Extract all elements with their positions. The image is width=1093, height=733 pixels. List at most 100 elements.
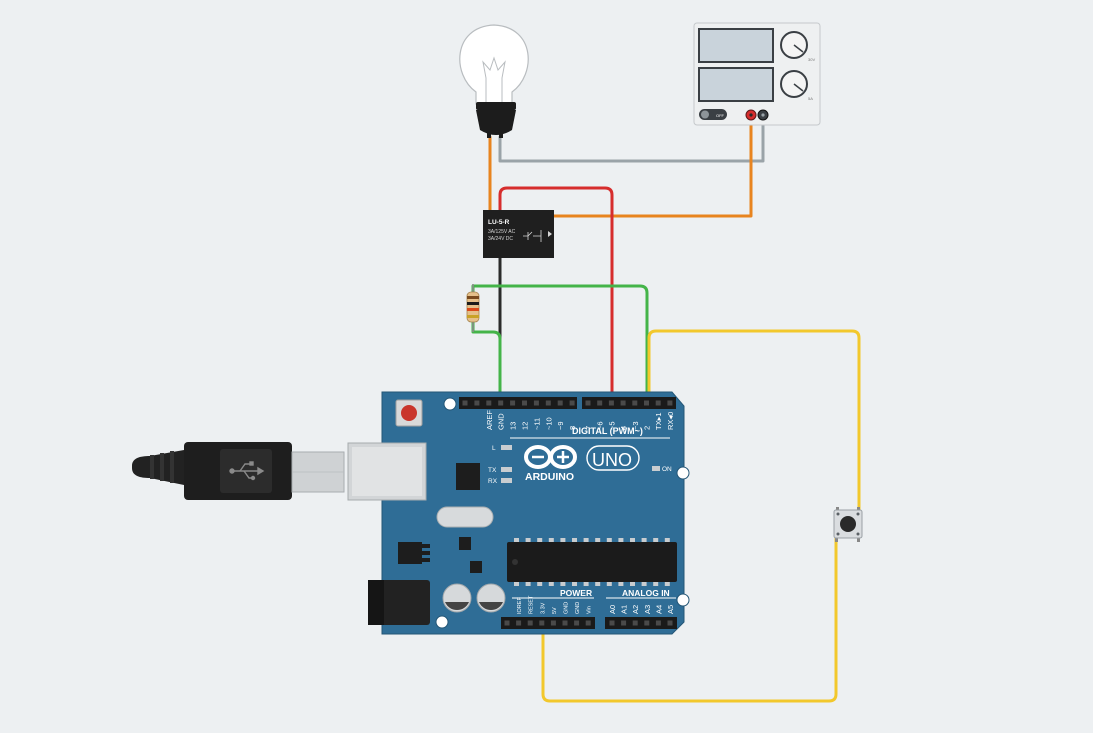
header-pin-hole[interactable]: [569, 400, 575, 406]
atmega-pin: [606, 582, 612, 586]
pushbutton-leg-bl: [835, 537, 838, 542]
pushbutton[interactable]: [833, 507, 863, 542]
relay-contact-symbol-icon: [523, 230, 542, 242]
header-pin-hole[interactable]: [545, 400, 551, 406]
header-pin-hole[interactable]: [462, 400, 468, 406]
atmega-pin: [595, 538, 601, 542]
header-pin-hole[interactable]: [632, 620, 638, 626]
digital-pin-label: GND: [497, 413, 506, 430]
atmega-chip: [507, 542, 677, 582]
atmega-pin: [618, 538, 624, 542]
lightbulb-terminal-right[interactable]: [499, 130, 503, 138]
pushbutton-screw-tr: [856, 512, 860, 516]
wire-yellow-button-to-5v[interactable]: [541, 533, 838, 703]
voltage-knob-indicator: [793, 44, 804, 53]
header-pin-hole[interactable]: [655, 400, 661, 406]
header-pin-hole[interactable]: [597, 400, 603, 406]
relay-rating-dc: 3A/24V DC: [488, 236, 513, 242]
led-on: [652, 466, 660, 471]
header-pin-hole[interactable]: [644, 400, 649, 406]
header-pin-hole[interactable]: [562, 620, 568, 626]
resistor-body: [466, 291, 480, 323]
analog-pin-label: A2: [631, 605, 640, 614]
lightbulb[interactable]: [459, 24, 529, 138]
relay[interactable]: LU-5-R 3A/125V AC 3A/24V DC: [483, 210, 554, 258]
resistor-band-4: [467, 315, 479, 318]
lightbulb-filament-icon: [482, 56, 506, 103]
led-l-label: L: [492, 445, 496, 452]
header-pin-hole[interactable]: [539, 620, 545, 626]
digital-pin-label: 13: [509, 422, 518, 430]
wire-green-resistor-to-gnd[interactable]: [471, 320, 502, 404]
header-pin-hole[interactable]: [516, 620, 522, 626]
header-pin-hole[interactable]: [585, 620, 591, 626]
wire-orange-relay-to-supply[interactable]: [551, 115, 753, 218]
voltage-display: [698, 28, 774, 63]
digital-pin-label: 2: [643, 426, 652, 430]
capacitor-2-top: [479, 602, 503, 610]
led-tx-label: TX: [488, 467, 497, 474]
wire-gray-bulb-to-supply[interactable]: [498, 115, 765, 163]
header-pin-hole[interactable]: [644, 620, 650, 626]
atmega-pin: [606, 538, 612, 542]
wire-yellow-pin2-to-button[interactable]: [647, 329, 861, 517]
pushbutton-cap[interactable]: [840, 516, 856, 532]
power-switch-label: OFF: [716, 113, 725, 118]
header-pin-hole[interactable]: [522, 400, 527, 406]
atmega-pin: [548, 582, 554, 586]
relay-terminal-marker: [548, 231, 552, 237]
header-pin-hole[interactable]: [498, 400, 504, 406]
voltage-regulator-tab3: [422, 558, 430, 562]
header-pin-hole[interactable]: [486, 400, 492, 406]
header-pin-hole[interactable]: [620, 400, 626, 406]
header-pin-hole[interactable]: [557, 400, 563, 406]
atmega-pin: [618, 582, 624, 586]
mount-hole-bl: [435, 615, 449, 629]
usb-cable-ridge-1: [150, 455, 154, 479]
power-pin-label: RESET: [529, 595, 535, 614]
power-supply[interactable]: 30V 5A OFF: [693, 22, 821, 126]
header-pin-hole[interactable]: [574, 620, 580, 626]
top-header-holes[interactable]: [462, 400, 673, 406]
sot-transistor: [470, 561, 482, 573]
pushbutton-leg-tr: [857, 507, 860, 511]
wire-green-resistor-to-pin2[interactable]: [471, 284, 649, 404]
pushbutton-leg-br: [857, 537, 860, 542]
atmega-pin: [664, 582, 670, 586]
header-pin-hole[interactable]: [621, 620, 627, 626]
lightbulb-terminal-left[interactable]: [487, 130, 491, 138]
header-pin-hole[interactable]: [655, 620, 661, 626]
header-pin-hole[interactable]: [504, 620, 510, 626]
header-pin-hole[interactable]: [667, 400, 673, 406]
usb-cable[interactable]: [132, 442, 345, 500]
digital-pin-label: TX▸1: [654, 412, 663, 430]
lightbulb-socket: [476, 110, 516, 135]
voltage-regulator-tab2: [422, 551, 430, 555]
power-label: POWER: [560, 588, 592, 598]
wire-red-relay-to-pin5[interactable]: [498, 186, 614, 404]
resistor[interactable]: [466, 284, 480, 332]
header-pin-hole[interactable]: [474, 400, 480, 406]
digital-pin-label: ~6: [596, 421, 605, 430]
atmega-pin: [548, 538, 554, 542]
header-pin-hole[interactable]: [608, 400, 614, 406]
bottom-header-holes[interactable]: [504, 620, 673, 626]
arduino-brand: ARDUINO: [525, 471, 574, 483]
header-pin-hole[interactable]: [667, 620, 673, 626]
header-pin-hole[interactable]: [609, 620, 615, 626]
usb-cable-ridge-3: [170, 451, 174, 483]
header-pin-hole[interactable]: [510, 400, 516, 406]
header-pin-hole[interactable]: [632, 400, 638, 406]
header-pin-hole[interactable]: [527, 620, 533, 626]
atmega-pin: [641, 538, 647, 542]
header-pin-hole[interactable]: [585, 400, 591, 406]
uno-label: UNO: [592, 450, 632, 470]
digital-pin-label: AREF: [485, 410, 494, 430]
reset-button-cap[interactable]: [401, 405, 417, 421]
pushbutton-leg-tl: [836, 507, 839, 511]
header-pin-hole[interactable]: [550, 620, 556, 626]
header-pin-hole[interactable]: [533, 400, 539, 406]
